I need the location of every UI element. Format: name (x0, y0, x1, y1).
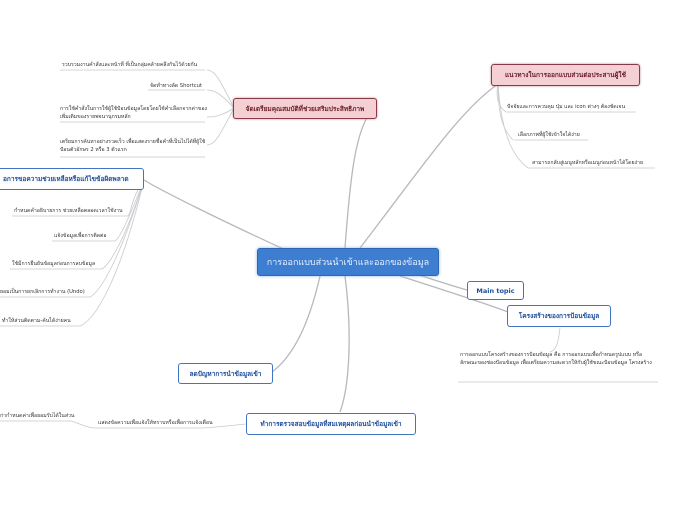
leaf-group-commands[interactable]: รวบรวมงานคำสั่งและหน้าที่ ที่เป็นกลุ่มคล… (62, 62, 198, 68)
central-topic[interactable]: การออกแบบส่วนนำเข้าและออกของข้อมูล (257, 248, 439, 276)
leaf-understandable-images[interactable]: เลือกภาพที่ผู้ใช้เข้าใจได้ง่าย (518, 132, 580, 138)
leaf-controls-clear[interactable]: ปัจจัยและการควบคุม ปุ่ม และ icon ต่างๆ ต… (507, 104, 626, 110)
topic-prepare-user-features[interactable]: จัดเตรียมคุณสมบัติที่ช่วยเสริมประสิทธิภา… (233, 98, 377, 119)
topic-help-requests-label: อการขอความช่วยเหลือหรือแก้ไขข้อผิดพลาด (3, 175, 129, 183)
topic-main-topic[interactable]: Main topic (467, 281, 524, 300)
topic-design-guidelines[interactable]: แนวทางในการออกแบบส่วนต่อประสานผู้ใช้ (491, 64, 640, 86)
topic-help-requests[interactable]: อการขอความช่วยเหลือหรือแก้ไขข้อผิดพลาด (0, 168, 144, 190)
central-topic-label: การออกแบบส่วนนำเข้าและออกของข้อมูล (266, 258, 430, 268)
leaf-confirm-delete[interactable]: ใช้มีการยืนยันข้อมูลก่อนการลบข้อมูล (12, 261, 96, 267)
leaf-acceptable-values[interactable]: ก่ากำหนดค่าเพื่อยอมรับได้ในส่วน (0, 413, 75, 419)
leaf-shortcut[interactable]: จัดทำทางลัด Shortcut (150, 83, 202, 89)
leaf-notify-message[interactable]: แสดงข้อความเพื่อแจ้งให้ทราบหรือเพื่อการแ… (98, 420, 213, 426)
topic-validation[interactable]: ทำการตรวจสอบข้อมูลที่สมเหตุผลก่อนนำข้อมู… (246, 413, 416, 435)
leaf-structure-description[interactable]: การออกแบบโครงสร้างของการป้อนข้อมูล คือ ก… (460, 352, 652, 366)
topic-input-structure[interactable]: โครงสร้างของการป้อนข้อมูล (507, 305, 611, 327)
leaf-easy-tracking[interactable]: ทำให้ส่วนติดตาม-ค้นได้ง่ายคน (2, 318, 71, 324)
leaf-quick-search[interactable]: เตรียมการค้นหาอย่างรวดเร็ว เพื่อแสดงรายช… (60, 139, 206, 153)
topic-validation-label: ทำการตรวจสอบข้อมูลที่สมเหตุผลก่อนนำข้อมู… (260, 420, 402, 428)
leaf-contact-info[interactable]: แจ้งข้อมูลเพื่อการติดต่อ (54, 233, 107, 239)
leaf-undo[interactable]: ยอมเป็นการยกเลิกการทำงาน (Undo) (0, 289, 85, 295)
topic-input-problems[interactable]: ลดปัญหาการนำข้อมูลเข้า (178, 363, 273, 384)
leaf-dictionary-input[interactable]: การใช้คำสั่งในการใช้ผู้ใช้ป้อนข้อมูลโดยโ… (60, 106, 207, 120)
topic-design-guidelines-label: แนวทางในการออกแบบส่วนต่อประสานผู้ใช้ (504, 71, 627, 79)
topic-input-problems-label: ลดปัญหาการนำข้อมูลเข้า (189, 369, 262, 378)
leaf-return-menu[interactable]: สามารถกลับสู่เมนูหลักหรือเมนูก่อนหน้าได้… (532, 160, 643, 166)
topic-input-structure-label: โครงสร้างของการป้อนข้อมูล (518, 312, 600, 320)
leaf-help-description[interactable]: กำหนดคำอธิบายการ ช่วยเหลือตลอดเวลาใช้งาน (14, 208, 123, 214)
topic-prepare-user-features-label: จัดเตรียมคุณสมบัติที่ช่วยเสริมประสิทธิภา… (245, 104, 365, 113)
topic-main-topic-label: Main topic (476, 286, 515, 295)
